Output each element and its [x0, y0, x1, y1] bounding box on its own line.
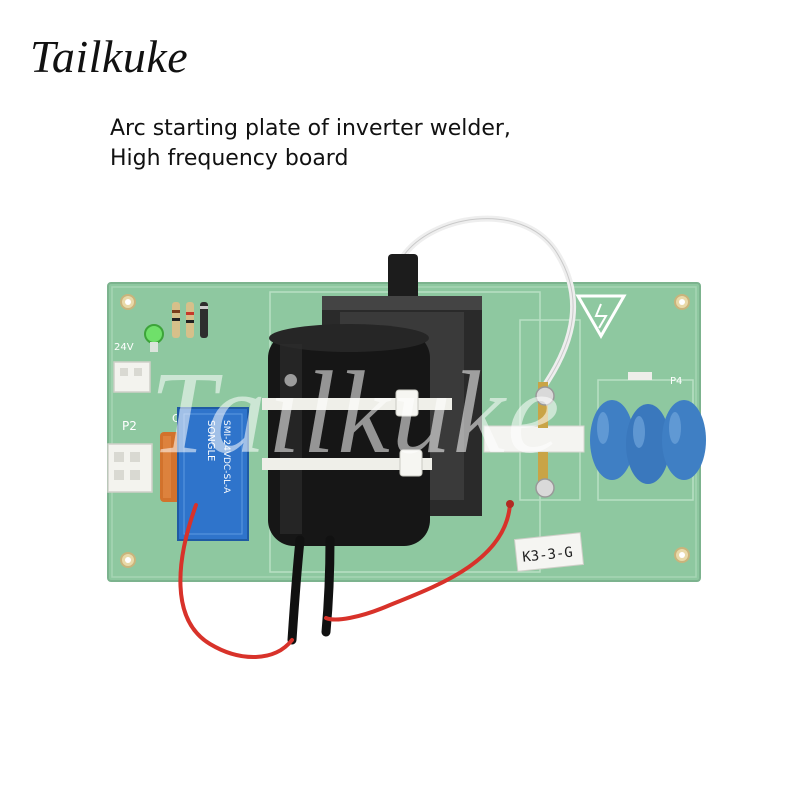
p4-terminal	[628, 372, 652, 380]
cable-ties	[262, 389, 452, 477]
black-lead-1	[287, 535, 305, 645]
connector-24v	[113, 361, 151, 393]
connector-label-24v: 24V	[114, 342, 134, 353]
blue-capacitors	[590, 400, 706, 484]
model-label-text: K3-3-G	[522, 545, 574, 566]
red-wire-1	[178, 503, 294, 659]
relay-model-text: SMI-24VDC-SL-A	[221, 420, 231, 494]
resistors	[172, 302, 208, 338]
white-wire-outline	[401, 218, 574, 386]
led	[144, 324, 164, 352]
product-description: Arc starting plate of inverter welder, H…	[110, 114, 511, 174]
brand-logo: Tailkuke	[30, 31, 189, 82]
connector-label-p2: P2	[122, 419, 137, 433]
relay-brand-text: SONGLE	[205, 420, 216, 461]
description-line-1: Arc starting plate of inverter welder,	[110, 116, 511, 141]
black-lead-2	[321, 535, 335, 637]
model-label	[513, 532, 585, 572]
high-voltage-warning-icon	[575, 294, 627, 340]
red-wire-solder	[506, 500, 514, 508]
red-wire-2	[324, 502, 512, 622]
hv-terminal	[388, 254, 418, 300]
description-line-2: High frequency board	[110, 146, 349, 171]
connector-label-p4: P4	[670, 376, 682, 387]
spark-gap	[483, 382, 585, 498]
connector-p2	[107, 443, 153, 493]
hv-coil	[268, 324, 430, 546]
